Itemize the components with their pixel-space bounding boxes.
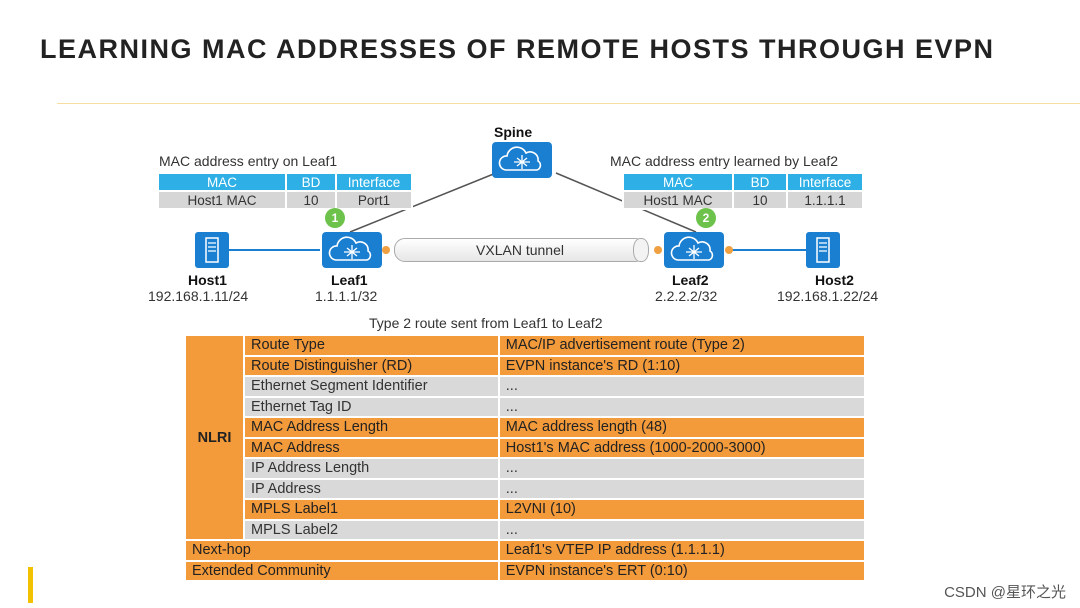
route-value-cell: MAC/IP advertisement route (Type 2) (497, 334, 867, 357)
title-divider (57, 103, 1080, 104)
host2-label: Host2 (815, 272, 854, 288)
route-field-cell: MAC Address Length (243, 416, 500, 439)
mac-cell: Host1 MAC (157, 190, 287, 210)
step-2-badge: 2 (696, 208, 716, 228)
interface-cell: Port1 (335, 190, 413, 210)
route-table-row: Ethernet Tag ID... (185, 395, 867, 418)
leaf1-switch-icon (322, 232, 382, 268)
mac-header: MAC (622, 172, 734, 192)
route-value-cell: MAC address length (48) (497, 416, 867, 439)
page-title: LEARNING MAC ADDRESSES OF REMOTE HOSTS T… (40, 34, 995, 64)
route-field-cell: Route Distinguisher (RD) (243, 354, 500, 377)
leaf1-vtep-dot (382, 246, 390, 254)
link-spine-leaf1 (349, 172, 497, 233)
route-value-cell: Host1's MAC address (1000-2000-3000) (497, 436, 867, 459)
route-table-row: IP Address... (185, 477, 867, 500)
route-field-cell: Extended Community (184, 559, 500, 582)
leaf1-mac-table-caption: MAC address entry on Leaf1 (159, 153, 338, 169)
host2-server-icon (806, 232, 840, 268)
leaf2-mac-table: MAC BD Interface Host1 MAC 10 1.1.1.1 (622, 172, 864, 210)
route-field-cell: IP Address Length (243, 457, 500, 480)
leaf2-label: Leaf2 (672, 272, 709, 288)
leaf2-vtep-dot-right (725, 246, 733, 254)
interface-header: Interface (335, 172, 413, 192)
route-value-cell: ... (497, 457, 867, 480)
mac-header: MAC (157, 172, 287, 192)
route-field-cell: Route Type (243, 334, 500, 357)
route-value-cell: L2VNI (10) (497, 498, 867, 521)
route-table-row: Route Distinguisher (RD)EVPN instance's … (185, 354, 867, 377)
leaf1-ip: 1.1.1.1/32 (315, 288, 378, 304)
accent-bar (28, 567, 33, 603)
route-table-row: MPLS Label2... (185, 518, 867, 541)
bd-header: BD (285, 172, 337, 192)
route-field-cell: IP Address (243, 477, 500, 500)
route-field-cell: Ethernet Segment Identifier (243, 375, 500, 398)
route-table-row: IP Address Length... (185, 457, 867, 480)
host2-ip: 192.168.1.22/24 (777, 288, 879, 304)
leaf1-label: Leaf1 (331, 272, 368, 288)
route-field-cell: Ethernet Tag ID (243, 395, 500, 418)
vxlan-tunnel-end (633, 238, 649, 262)
spine-label: Spine (494, 124, 533, 140)
mac-cell: Host1 MAC (622, 190, 734, 210)
leaf2-mac-table-caption: MAC address entry learned by Leaf2 (610, 153, 839, 169)
host1-server-icon (195, 232, 229, 268)
leaf2-vtep-dot-left (654, 246, 662, 254)
bd-cell: 10 (732, 190, 788, 210)
route-value-cell: Leaf1's VTEP IP address (1.1.1.1) (497, 539, 867, 562)
spine-switch-icon (492, 142, 552, 178)
leaf1-mac-table: MAC BD Interface Host1 MAC 10 Port1 (157, 172, 413, 210)
route-field-cell: MAC Address (243, 436, 500, 459)
route-value-cell: ... (497, 518, 867, 541)
bd-header: BD (732, 172, 788, 192)
step-1-badge: 1 (325, 208, 345, 228)
nlri-group-label: NLRI (184, 334, 245, 541)
route-table-caption: Type 2 route sent from Leaf1 to Leaf2 (369, 315, 603, 331)
host1-label: Host1 (188, 272, 227, 288)
interface-cell: 1.1.1.1 (786, 190, 864, 210)
vxlan-tunnel: VXLAN tunnel (394, 238, 646, 262)
route-field-cell: Next-hop (184, 539, 500, 562)
leaf2-switch-icon (664, 232, 724, 268)
route-value-cell: ... (497, 375, 867, 398)
route-value-cell: EVPN instance's RD (1:10) (497, 354, 867, 377)
host1-ip: 192.168.1.11/24 (148, 288, 249, 304)
route-value-cell: EVPN instance's ERT (0:10) (497, 559, 867, 582)
route-field-cell: MPLS Label1 (243, 498, 500, 521)
leaf2-ip: 2.2.2.2/32 (655, 288, 718, 304)
route-value-cell: ... (497, 477, 867, 500)
watermark: CSDN @星环之光 (944, 584, 1066, 601)
bd-cell: 10 (285, 190, 337, 210)
route-value-cell: ... (497, 395, 867, 418)
route-field-cell: MPLS Label2 (243, 518, 500, 541)
interface-header: Interface (786, 172, 864, 192)
route-table-row: Ethernet Segment Identifier... (185, 375, 867, 398)
